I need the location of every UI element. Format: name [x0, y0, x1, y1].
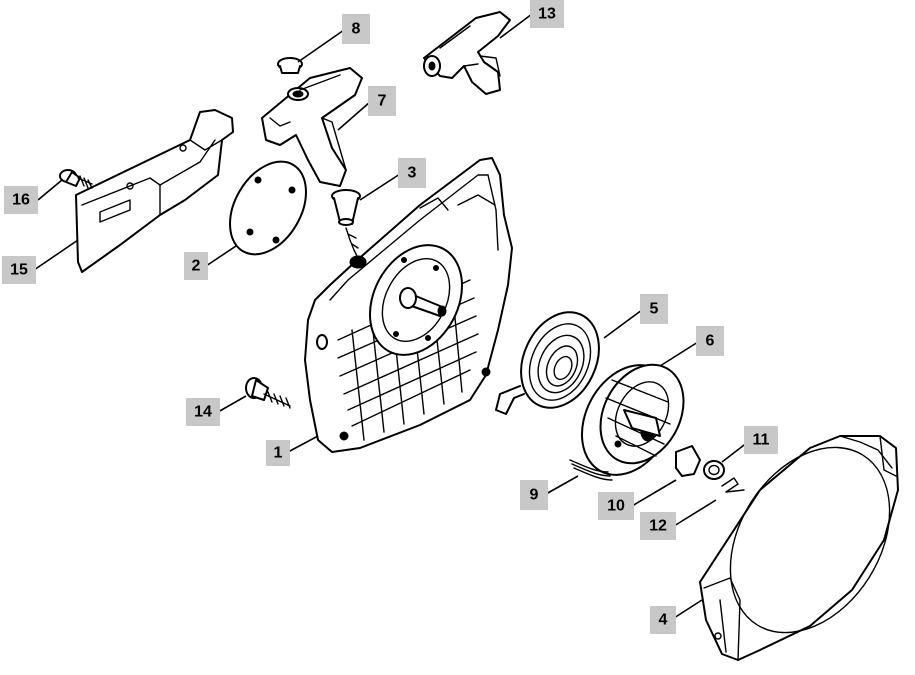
part-1-fan-housing	[304, 157, 513, 453]
leader-7	[337, 101, 371, 131]
callout-2-label: 2	[192, 258, 201, 275]
leader-3	[359, 173, 401, 201]
part-2-disc	[229, 160, 307, 256]
leader-9	[545, 475, 579, 495]
part-13-alt-handle	[423, 11, 511, 95]
callout-4[interactable]: 4	[650, 606, 676, 634]
leader-8	[297, 29, 345, 63]
part-4-shroud	[699, 435, 899, 661]
part-15-cover-plate	[75, 109, 234, 273]
callout-13[interactable]: 13	[530, 0, 564, 28]
part-16-screw	[59, 169, 93, 189]
leader-5	[603, 309, 643, 339]
callout-6-label: 6	[706, 333, 715, 350]
callout-8-label: 8	[352, 21, 361, 38]
leader-16	[37, 179, 63, 201]
callout-8[interactable]: 8	[342, 14, 370, 44]
leader-15	[33, 239, 79, 271]
part-10-pawl	[675, 445, 701, 477]
part-6-rope-rotor	[580, 363, 685, 476]
leader-2	[205, 245, 237, 267]
leader-10	[631, 479, 677, 507]
part-14-screw	[245, 377, 291, 409]
callout-9-label: 9	[530, 487, 539, 504]
callout-14[interactable]: 14	[186, 398, 220, 426]
callout-16[interactable]: 16	[4, 186, 38, 214]
callout-10-label: 10	[607, 498, 625, 515]
part-8-cap	[277, 57, 303, 74]
leader-12	[673, 499, 717, 527]
callout-9[interactable]: 9	[520, 480, 548, 510]
leader-11	[721, 441, 749, 463]
leader-lines	[33, 13, 749, 619]
callout-13-label: 13	[538, 6, 556, 23]
callout-12[interactable]: 12	[640, 512, 676, 540]
callout-5-label: 5	[650, 301, 659, 318]
callout-7-label: 7	[378, 93, 387, 110]
callout-7[interactable]: 7	[368, 86, 396, 116]
leader-14	[217, 395, 247, 413]
part-7-starter-handle	[261, 67, 363, 187]
callout-12-label: 12	[649, 518, 667, 535]
callout-3-label: 3	[408, 165, 417, 182]
callout-16-label: 16	[12, 192, 30, 209]
callout-15[interactable]: 15	[2, 256, 36, 284]
part-3-rope-guide	[331, 189, 361, 259]
callout-10[interactable]: 10	[598, 492, 634, 520]
callout-6[interactable]: 6	[696, 326, 724, 356]
callout-1-label: 1	[274, 445, 283, 462]
callout-4-label: 4	[659, 612, 668, 629]
part-9-starter-rope	[569, 459, 613, 481]
part-12-spring-clip	[721, 477, 745, 493]
callout-3[interactable]: 3	[398, 158, 426, 188]
callout-11-label: 11	[753, 432, 770, 449]
callout-5[interactable]: 5	[640, 294, 668, 324]
callout-2[interactable]: 2	[184, 252, 208, 280]
part-5-rewind-spring	[495, 311, 600, 415]
leader-4	[673, 599, 703, 619]
leader-13	[499, 13, 533, 39]
callout-14-label: 14	[194, 404, 212, 421]
leader-1	[287, 435, 319, 453]
callout-11[interactable]: 11	[744, 426, 778, 454]
callout-1[interactable]: 1	[266, 440, 290, 466]
leader-6	[659, 341, 699, 367]
part-11-washer	[703, 460, 725, 480]
callout-15-label: 15	[10, 262, 28, 279]
